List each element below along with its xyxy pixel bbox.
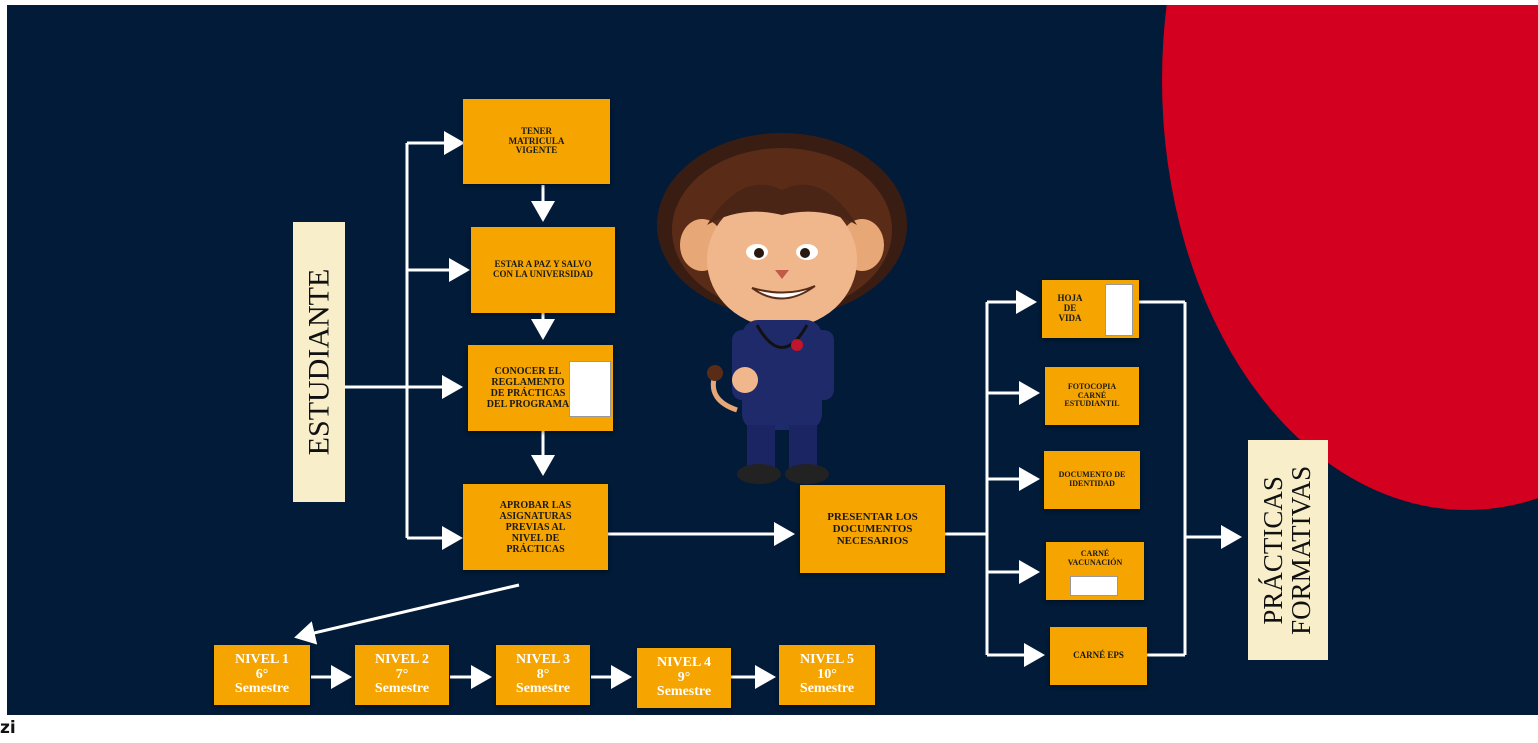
present-documents-text: PRESENTAR LOS DOCUMENTOS NECESARIOS <box>827 510 918 548</box>
doc-carne-estudiantil-text: FOTOCOPIA CARNÉ ESTUDIANTIL <box>1064 381 1120 409</box>
level-3: NIVEL 3 8° Semestre <box>496 645 590 705</box>
level-5: NIVEL 5 10° Semestre <box>779 645 875 705</box>
step-matricula: TENER MATRICULA VIGENTE <box>463 99 610 184</box>
document-thumbnail-icon <box>569 361 611 417</box>
presentation-canvas: ESTUDIANTE TENER MATRICULA VIGENTE ESTAR… <box>7 5 1538 715</box>
step-aprobar-text: APROBAR LAS ASIGNATURAS PREVIAS AL NIVEL… <box>499 499 572 555</box>
level-4-semester: Semestre <box>656 684 712 700</box>
level-2: NIVEL 2 7° Semestre <box>355 645 449 705</box>
doc-vacunacion: CARNÉ VACUNACIÓN <box>1046 542 1144 600</box>
practicas-text-line1: PRÁCTICAS <box>1258 475 1289 625</box>
present-documents-box: PRESENTAR LOS DOCUMENTOS NECESARIOS <box>800 485 945 573</box>
doc-hoja-de-vida-text: HOJA DE VIDA <box>1057 293 1083 323</box>
step-reglamento-text: CONOCER EL REGLAMENTO DE PRÁCTICAS DEL P… <box>486 366 570 410</box>
vaccination-card-icon <box>1070 576 1118 596</box>
level-3-semester: Semestre <box>515 681 571 697</box>
level-1: NIVEL 1 6° Semestre <box>214 645 310 705</box>
doc-hoja-de-vida: HOJA DE VIDA <box>1042 280 1139 338</box>
level-4-name: NIVEL 4 <box>656 654 712 670</box>
level-1-name: NIVEL 1 <box>234 651 290 667</box>
resume-thumbnail-icon <box>1105 284 1133 336</box>
estudiante-label: ESTUDIANTE <box>293 222 345 502</box>
level-3-name: NIVEL 3 <box>515 651 571 667</box>
level-2-name: NIVEL 2 <box>374 651 430 667</box>
flow-arrows <box>294 131 1242 689</box>
practicas-text-line2: FORMATIVAS <box>1287 465 1317 635</box>
practicas-label: PRÁCTICAS FORMATIVAS <box>1248 440 1328 660</box>
estudiante-text: ESTUDIANTE <box>302 268 336 456</box>
step-paz-y-salvo: ESTAR A PAZ Y SALVO CON LA UNIVERSIDAD <box>471 227 615 313</box>
doc-eps: CARNÉ EPS <box>1050 627 1147 685</box>
level-3-grade: 8° <box>536 666 550 682</box>
step-paz-y-salvo-text: ESTAR A PAZ Y SALVO CON LA UNIVERSIDAD <box>493 259 594 279</box>
level-1-semester: Semestre <box>234 681 290 697</box>
prezi-logo[interactable]: zi <box>0 718 16 738</box>
doc-carne-estudiantil: FOTOCOPIA CARNÉ ESTUDIANTIL <box>1045 367 1139 425</box>
lion-mascot-illustration <box>657 133 907 484</box>
level-5-grade: 10° <box>817 666 837 682</box>
level-2-semester: Semestre <box>374 681 430 697</box>
doc-identidad-text: DOCUMENTO DE IDENTIDAD <box>1058 470 1126 488</box>
doc-identidad: DOCUMENTO DE IDENTIDAD <box>1044 451 1140 509</box>
level-1-grade: 6° <box>255 666 269 682</box>
step-reglamento: CONOCER EL REGLAMENTO DE PRÁCTICAS DEL P… <box>468 345 613 431</box>
doc-eps-text: CARNÉ EPS <box>1073 650 1124 661</box>
practicas-text: PRÁCTICAS FORMATIVAS <box>1258 465 1317 635</box>
level-5-name: NIVEL 5 <box>799 651 855 667</box>
step-aprobar: APROBAR LAS ASIGNATURAS PREVIAS AL NIVEL… <box>463 484 608 570</box>
level-5-semester: Semestre <box>799 681 855 697</box>
level-4: NIVEL 4 9° Semestre <box>637 648 731 708</box>
doc-vacunacion-text: CARNÉ VACUNACIÓN <box>1067 549 1123 567</box>
level-4-grade: 9° <box>677 669 691 685</box>
level-2-grade: 7° <box>395 666 409 682</box>
step-matricula-text: TENER MATRICULA VIGENTE <box>508 125 565 156</box>
